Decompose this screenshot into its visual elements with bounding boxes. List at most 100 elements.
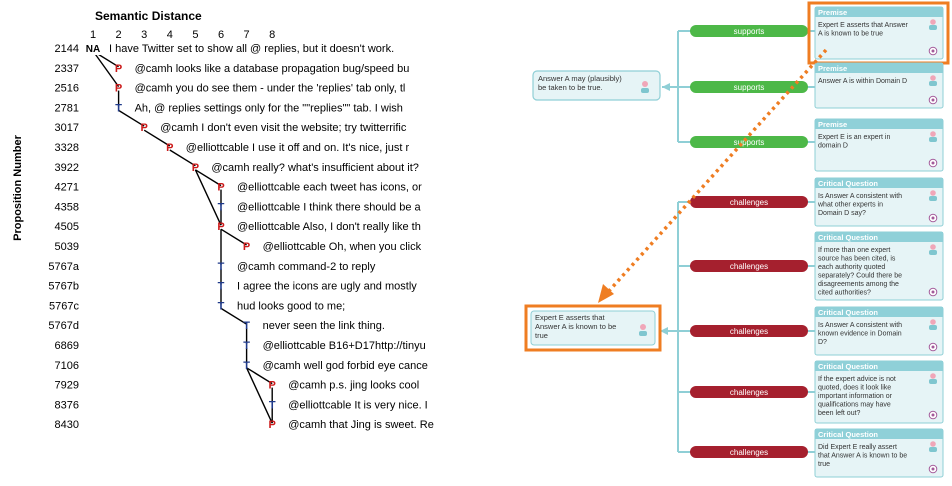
proposition-number: 3922 [55,162,79,174]
node-marker: P [269,419,276,431]
node-marker: T [269,399,276,411]
card-header: Premise [818,64,847,73]
proposition-number: 5767a [48,261,79,273]
proposition-text: @elliottcable Also, I don't really like … [237,221,421,233]
target-icon[interactable] [928,287,938,297]
challenge-link[interactable]: challenges [690,446,808,458]
card-text: Did Expert E really assert [818,444,897,451]
target-icon[interactable] [928,95,938,105]
tree-edge [143,129,171,147]
card-text: Answer A is within Domain D [818,78,907,85]
tree-edge [246,367,273,385]
dotted-arrow-head [598,284,614,303]
argument-connectors: supports supports supports challenges challe… [660,25,815,458]
challenge-link[interactable]: challenges [690,325,808,337]
support-link[interactable]: supports [690,136,808,148]
highlight-arrow [598,48,828,303]
expert-assertion-node[interactable]: Expert E asserts that Answer A is known … [524,304,662,352]
conclusion-node[interactable]: Answer A may (plausibly) be taken to be … [532,70,661,101]
card-text: quoted, does it look like [818,385,891,392]
distance-tick: 8 [269,29,275,41]
card-header-bar [815,178,943,188]
node-marker: P [217,182,224,194]
dotted-arrow-line [606,48,828,294]
link-pill [690,81,808,93]
support-link[interactable]: supports [690,81,808,93]
conclusion-text-2: be taken to be true. [538,83,603,92]
node-marker: P [166,142,173,154]
proposition-number: 8430 [55,419,79,431]
target-icon[interactable] [928,464,938,474]
card-text: source has been cited, is [818,256,896,263]
card-text: separately? Could there be [818,273,902,280]
card-text: each authority quoted [818,264,885,271]
link-pill [690,260,808,272]
distance-tick: 7 [244,29,250,41]
card-text: true [818,461,830,468]
proposition-row: 8430 P @camh that Jing is sweet. Re [55,419,434,431]
proposition-number: 7106 [55,360,79,372]
person-icon [929,190,937,201]
card-text: cited authorities? [818,290,871,297]
target-icon[interactable] [928,213,938,223]
card-text: known evidence in Domain [818,331,902,338]
challenge-link[interactable]: challenges [690,196,808,208]
support-link[interactable]: supports [690,25,808,37]
challenge-link[interactable]: challenges [690,260,808,272]
card-header: Critical Question [818,233,878,242]
node-marker: P [192,162,199,174]
proposition-number: 5767c [49,300,79,312]
proposition-number: 5039 [55,241,79,253]
node-marker: P [243,241,250,253]
person-icon [929,19,937,30]
card-text: what other experts in [817,202,883,209]
person-icon [929,319,937,330]
card-text: domain D [818,143,848,150]
distance-tick: 1 [90,29,96,41]
challenge-link[interactable]: challenges [690,386,808,398]
tree-edge [220,307,247,325]
target-icon[interactable] [928,158,938,168]
proposition-number: 4358 [55,201,79,213]
person-icon [639,324,647,336]
target-icon[interactable] [928,46,938,56]
proposition-number: 3017 [55,122,79,134]
conclusion-text-1: Answer A may (plausibly) [538,74,622,83]
card-header-bar [815,429,943,439]
person-icon [641,81,649,93]
person-icon [929,75,937,86]
node-marker: P [217,221,224,233]
target-icon[interactable] [928,342,938,352]
target-icon[interactable] [928,410,938,420]
proposition-number: 2781 [55,102,79,114]
proposition-number: 6869 [55,340,79,352]
proposition-text: @camh that Jing is sweet. Re [288,419,434,431]
expert-arrowhead [660,327,668,335]
proposition-text: @camh I don't even visit the website; tr… [160,122,407,134]
card-header-bar [815,307,943,317]
proposition-number: 5767d [48,320,79,332]
proposition-number: 2337 [55,63,79,75]
link-pill [690,136,808,148]
proposition-number: 4271 [55,182,79,194]
proposition-text: @elliottcable It is very nice. I [288,399,428,411]
proposition-number: 4505 [55,221,79,233]
tree-edge [195,169,222,187]
node-marker: T [115,102,122,114]
